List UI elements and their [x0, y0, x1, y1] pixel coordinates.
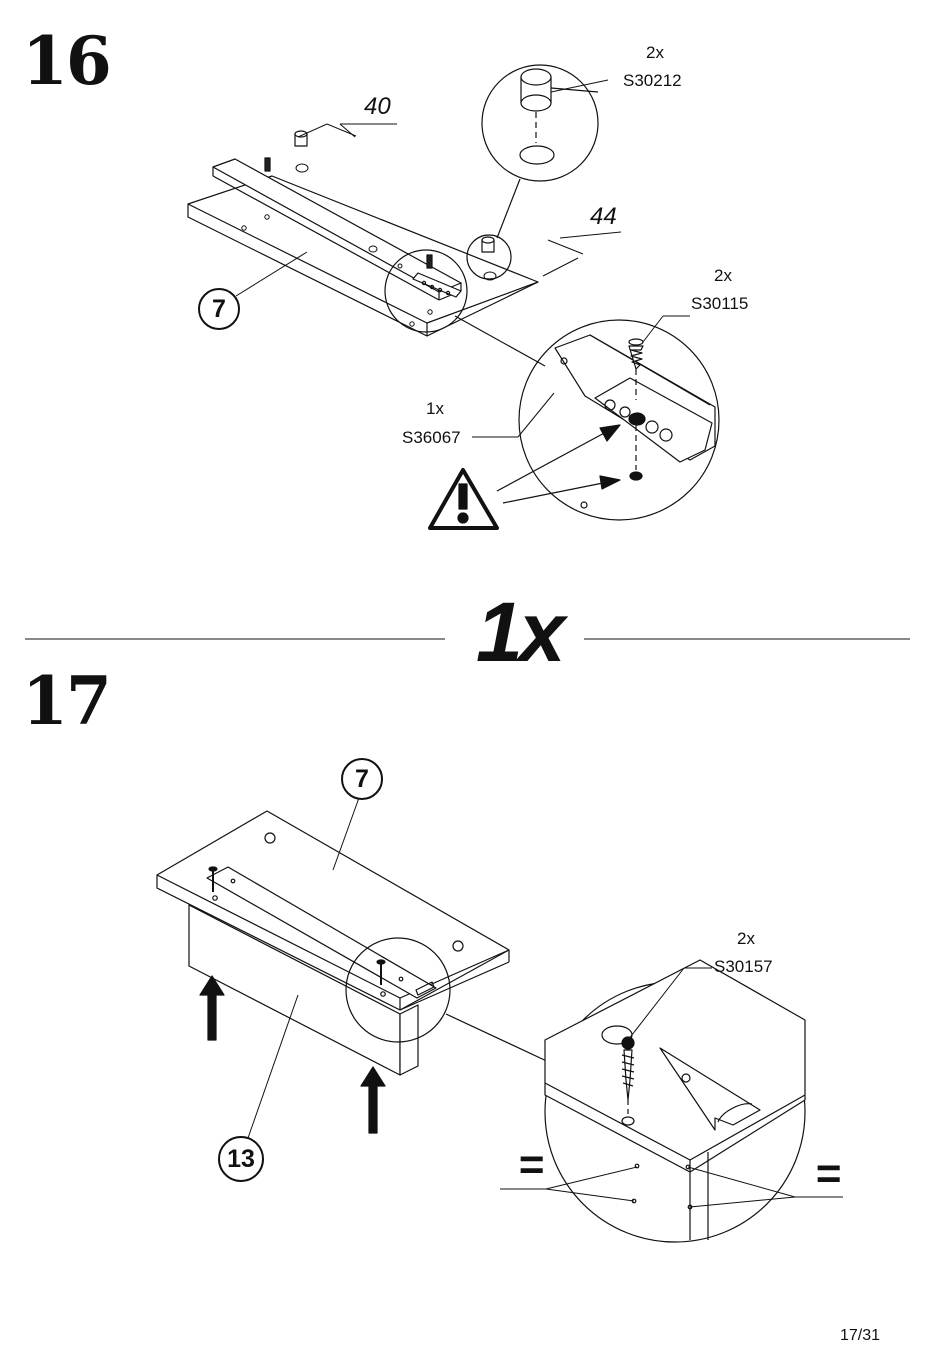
part-code-s30157: S30157	[714, 957, 773, 976]
rail-strip	[212, 158, 462, 301]
part-code-s30212: S30212	[623, 71, 682, 90]
detail-circle-rail	[384, 249, 720, 521]
cam-holes-17	[212, 832, 464, 997]
dimension-40: 40	[364, 93, 391, 120]
detail-circle-cam-lock	[466, 64, 599, 280]
equal-sign-left: =	[518, 1140, 544, 1189]
dimension-40-lines	[297, 123, 397, 138]
part-qty-s36067: 1x	[426, 399, 444, 418]
part-qty-s30212: 2x	[646, 43, 664, 62]
up-arrow-icon	[199, 975, 386, 1134]
dimension-44: 44	[590, 203, 617, 230]
dimension-44-lines	[542, 231, 622, 277]
page-number: 17/31	[839, 1327, 880, 1344]
part-qty-s30157: 2x	[737, 929, 755, 948]
repeat-quantity: 1x	[476, 585, 565, 679]
side-panel-13	[188, 904, 419, 1076]
detail-circle-screw	[544, 959, 806, 1243]
equal-sign-right: =	[815, 1149, 841, 1198]
step-number-16: 16	[22, 22, 112, 100]
part-number-7-step16: 7	[198, 288, 240, 330]
dowel-icon	[264, 157, 433, 269]
step-number-17: 17	[22, 662, 112, 740]
part-number-13: 13	[218, 1136, 264, 1182]
equal-leaders	[500, 1166, 843, 1208]
euro-screw-icon	[628, 338, 644, 400]
warning-pointer-arrows	[496, 424, 621, 504]
rail-strip-17	[206, 866, 437, 999]
part-code-s36067: S36067	[402, 428, 461, 447]
rail-profile-small	[412, 272, 462, 298]
part-number-7-step17: 7	[341, 758, 383, 800]
part-code-s30115: S30115	[691, 294, 749, 313]
board-panel-7	[187, 175, 539, 337]
warning-triangle-icon	[428, 468, 499, 530]
part-qty-s30115: 2x	[714, 266, 732, 285]
board-holes	[241, 163, 497, 327]
wood-screw-icon-small	[208, 866, 386, 985]
top-board-7	[156, 810, 510, 1011]
